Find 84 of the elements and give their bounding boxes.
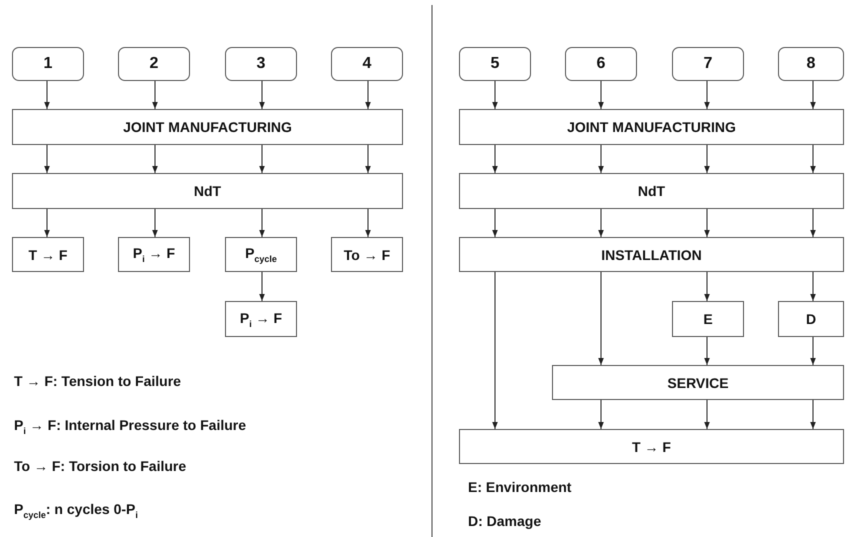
arrow [704, 336, 710, 366]
legend-note: E: Environment [468, 479, 572, 495]
box-number: 5 [490, 55, 500, 73]
box-number: 2 [150, 55, 158, 73]
process-label: SERVICE [667, 374, 729, 390]
process-box [12, 109, 403, 145]
test-label: P$_{cycle}$ [245, 245, 277, 264]
arrow [810, 272, 816, 302]
arrow [810, 80, 816, 110]
test-label: P$_{i}$ → F [132, 245, 176, 264]
arrow [598, 80, 604, 110]
process-box [552, 365, 844, 400]
arrow [152, 144, 158, 174]
legend-note: P$_{cycle}$: n cycles 0-P$_{i}$ [14, 501, 138, 520]
process-label: T → F [632, 438, 671, 454]
arrow [704, 272, 710, 302]
legend-note: D: Damage [468, 513, 542, 529]
arrow [492, 144, 498, 174]
arrow [704, 80, 710, 110]
process-box [12, 173, 403, 209]
arrow [492, 208, 498, 238]
arrow [492, 80, 498, 110]
test-label: E [703, 311, 713, 327]
process-box [459, 173, 844, 209]
test-label: To → F [344, 246, 390, 262]
numbered-box [225, 47, 297, 81]
test-box [12, 237, 84, 272]
test-box [118, 237, 190, 272]
arrow [810, 144, 816, 174]
process-label: INSTALLATION [601, 246, 702, 262]
numbered-box [459, 47, 531, 81]
test-box [225, 301, 297, 337]
test-box [225, 237, 297, 272]
arrow [44, 208, 50, 238]
arrow [810, 336, 816, 366]
arrow [598, 208, 604, 238]
test-label: D [806, 311, 816, 327]
legend-note: P$_{i}$ → F: Internal Pressure to Failure [14, 417, 246, 436]
numbered-box [778, 47, 844, 81]
arrow [810, 208, 816, 238]
test-box [778, 301, 844, 337]
arrow [44, 80, 50, 110]
process-label: JOINT MANUFACTURING [567, 119, 736, 135]
box-number: 6 [596, 55, 606, 73]
arrow [365, 144, 371, 174]
process-label: JOINT MANUFACTURING [123, 119, 292, 135]
arrow [598, 272, 604, 366]
box-number: 7 [704, 55, 712, 73]
arrow [44, 144, 50, 174]
arrow [365, 208, 371, 238]
process-box [459, 109, 844, 145]
test-label: T → F [28, 246, 68, 262]
arrow [259, 272, 265, 302]
process-label: NdT [194, 183, 222, 199]
numbered-box [331, 47, 403, 81]
arrow [598, 144, 604, 174]
arrow [152, 80, 158, 110]
process-box [459, 429, 844, 464]
test-label: P$_{i}$ → F [240, 310, 282, 328]
arrow [598, 400, 604, 430]
numbered-box [565, 47, 637, 81]
test-box [331, 237, 403, 272]
numbered-box [672, 47, 744, 81]
arrow [704, 208, 710, 238]
legend-note: T → F: Tension to Failure [14, 373, 181, 389]
numbered-box [118, 47, 190, 81]
arrow [704, 400, 710, 430]
test-box [672, 301, 744, 337]
process-label: NdT [638, 183, 666, 199]
arrow [365, 80, 371, 110]
arrow [704, 144, 710, 174]
arrow [492, 272, 498, 430]
arrow [259, 208, 265, 238]
numbered-box [12, 47, 84, 81]
legend-note: To → F: Torsion to Failure [14, 458, 186, 474]
arrow [259, 80, 265, 110]
box-number: 4 [362, 55, 372, 73]
box-number: 3 [256, 55, 266, 73]
arrow [259, 144, 265, 174]
arrow [152, 208, 158, 238]
arrow [810, 400, 816, 430]
box-number: 8 [806, 55, 816, 73]
box-number: 1 [44, 55, 52, 73]
process-box [459, 237, 844, 272]
